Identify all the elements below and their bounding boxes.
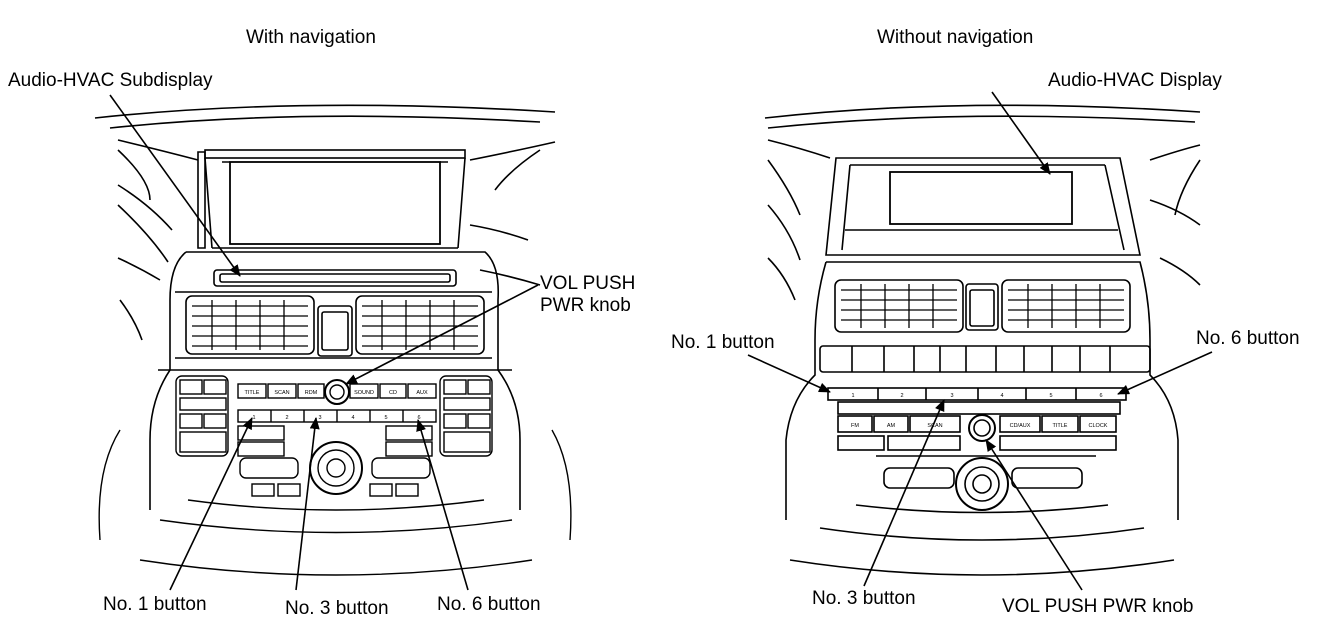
leader-no3-left <box>295 417 320 591</box>
right-preset-caption: 2 <box>900 393 903 399</box>
leader-lines <box>109 91 1213 591</box>
no3-button-label-left: No. 3 button <box>285 598 389 619</box>
right-panel-heading: Without navigation <box>877 27 1034 48</box>
right-button-caption: SCAN <box>927 423 942 429</box>
leader-vol-knob-right <box>985 439 1083 591</box>
right-preset-caption: 4 <box>1000 393 1003 399</box>
subdisplay-label: Audio-HVAC Subdisplay <box>8 70 213 91</box>
right-button-texts: 1 2 3 4 5 6FM AM SCAN CD/AUX TITLE CLOCK <box>851 393 1108 429</box>
right-button-caption: FM <box>851 423 859 429</box>
leader-no1-left <box>169 417 253 591</box>
left-preset-caption: 6 <box>417 415 420 421</box>
left-button-caption: AUX <box>416 390 428 396</box>
no1-button-label-right: No. 1 button <box>671 332 775 353</box>
no1-button-label-left: No. 1 button <box>103 594 207 615</box>
left-preset-caption: 5 <box>384 415 387 421</box>
right-preset-caption: 3 <box>950 393 953 399</box>
right-button-caption: TITLE <box>1053 423 1068 429</box>
left-preset-caption: 3 <box>318 415 321 421</box>
no3-button-label-right: No. 3 button <box>812 588 916 609</box>
left-button-caption: TITLE <box>245 390 260 396</box>
right-dashboard <box>764 104 1201 576</box>
right-preset-caption: 1 <box>851 393 854 399</box>
right-vent-grilles <box>841 283 1125 329</box>
left-preset-caption: 1 <box>252 415 255 421</box>
leader-no3-right <box>863 399 945 587</box>
leader-display-right <box>991 91 1051 175</box>
right-button-caption: AM <box>887 423 896 429</box>
left-dashboard <box>94 104 556 510</box>
left-preset-caption: 4 <box>351 415 354 421</box>
left-button-caption: SOUND <box>354 390 374 396</box>
right-button-caption: CD/AUX <box>1010 423 1031 429</box>
left-button-caption: CD <box>389 390 397 396</box>
left-button-caption: SCAN <box>274 390 289 396</box>
leader-vol-knob-left <box>345 284 539 385</box>
vol-knob-label-right: VOL PUSH PWR knob <box>1002 596 1194 617</box>
display-label: Audio-HVAC Display <box>1048 70 1222 91</box>
vol-knob-label-left: VOL PUSH PWR knob <box>540 273 636 316</box>
left-button-caption: RDM <box>305 390 318 396</box>
leader-no1-right <box>747 354 831 393</box>
left-control-panel <box>98 375 572 576</box>
left-panel-heading: With navigation <box>246 27 376 48</box>
right-preset-caption: 5 <box>1049 393 1052 399</box>
leader-no6-right <box>1117 351 1213 395</box>
no6-button-label-right: No. 6 button <box>1196 328 1300 349</box>
right-button-caption: CLOCK <box>1089 423 1108 429</box>
leader-no6-left <box>416 419 469 591</box>
left-preset-caption: 2 <box>285 415 288 421</box>
left-button-texts: TITLE SCAN RDM SOUND CD AUX 1 2 3 4 5 6 <box>245 390 428 421</box>
no6-button-label-left: No. 6 button <box>437 594 541 615</box>
leader-subdisplay <box>109 94 241 277</box>
left-vent-grilles <box>192 299 479 351</box>
right-preset-caption: 6 <box>1099 393 1102 399</box>
